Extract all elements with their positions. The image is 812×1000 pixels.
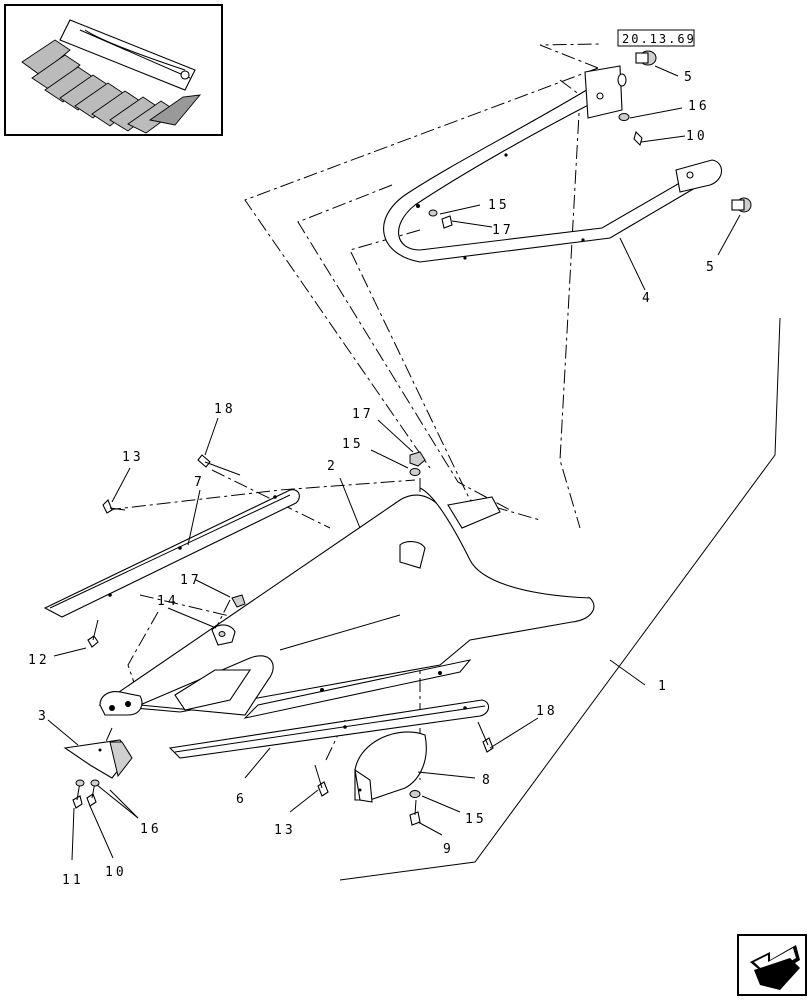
callout-16-lower: 16: [140, 822, 162, 837]
part-1-outline: [339, 317, 781, 881]
callout-8: 8: [482, 773, 493, 788]
callout-13-upper: 13: [122, 450, 144, 465]
bolts[interactable]: [72, 454, 494, 826]
callout-6: 6: [236, 792, 247, 807]
callout-1: 1: [658, 679, 669, 694]
leader-lines: [47, 65, 741, 861]
part-5-cap-lower[interactable]: [731, 197, 752, 213]
part-4-support-rod[interactable]: [383, 65, 723, 263]
part-3-tip[interactable]: [63, 739, 133, 779]
reference-tag[interactable]: 20.13.69: [617, 29, 696, 47]
reference-tag-text: 20.13.69: [622, 32, 696, 46]
callout-10-lower: 10: [105, 865, 127, 880]
callout-11: 11: [62, 873, 84, 888]
back-button[interactable]: [737, 934, 807, 996]
callout-18-upper: 18: [214, 402, 236, 417]
part-6-strip[interactable]: [168, 699, 490, 759]
callout-16-upper: 16: [688, 99, 710, 114]
callout-12: 12: [28, 653, 50, 668]
callout-14: 14: [157, 594, 179, 609]
callout-labels: 1 2 3 4 5 5 6 7 8 9 10 10 11 12 13 13 14…: [28, 70, 717, 888]
part-7-strip[interactable]: [43, 489, 300, 618]
callout-5-lower: 5: [706, 260, 717, 275]
callout-5-upper: 5: [684, 70, 695, 85]
callout-4: 4: [642, 291, 653, 306]
header-thumbnail[interactable]: [4, 4, 223, 136]
callout-15-lower: 15: [465, 812, 487, 827]
hardware-upper[interactable]: [428, 113, 643, 229]
part-5-cap-upper[interactable]: [635, 50, 657, 66]
callout-15-upper: 15: [488, 198, 510, 213]
callout-2: 2: [327, 459, 338, 474]
callout-17-lower: 17: [180, 573, 202, 588]
nuts-washers[interactable]: [75, 451, 426, 798]
callout-7: 7: [194, 475, 205, 490]
callout-15-mid: 15: [342, 437, 364, 452]
back-arrow-icon: [750, 945, 800, 990]
callout-17-mid: 17: [352, 407, 374, 422]
callout-13-lower: 13: [274, 823, 296, 838]
callout-3: 3: [38, 709, 49, 724]
part-8-shield[interactable]: [354, 731, 427, 803]
part-2-cone-body[interactable]: [98, 487, 595, 719]
callout-9: 9: [443, 842, 454, 857]
callout-10-upper: 10: [686, 129, 708, 144]
callout-17-upper: 17: [492, 223, 514, 238]
connection-lines: [99, 43, 601, 780]
callout-18-lower: 18: [536, 704, 558, 719]
